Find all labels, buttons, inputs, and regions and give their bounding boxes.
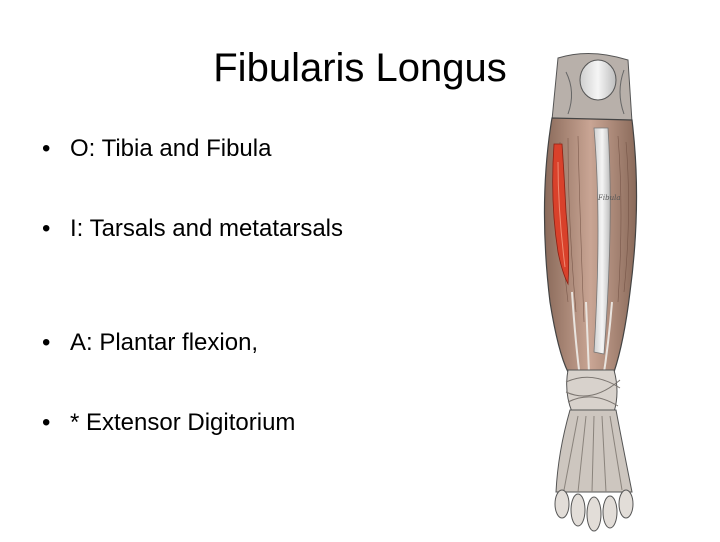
bullet-text: O: Tibia and Fibula	[70, 135, 272, 162]
ankle	[566, 369, 618, 413]
toe	[570, 493, 586, 527]
bullet-marker: •	[42, 135, 51, 162]
bullet-marker: •	[42, 329, 51, 356]
patella	[579, 59, 617, 101]
fibula-label: Fibula	[597, 194, 621, 202]
bullet-marker: •	[42, 409, 51, 436]
toe	[554, 489, 570, 519]
fibularis-longus-highlight	[552, 143, 570, 286]
tibia-shaft	[593, 127, 611, 355]
bullet-text: I: Tarsals and metatarsals	[70, 215, 344, 242]
toe	[602, 495, 618, 529]
bullet-marker: •	[42, 215, 51, 242]
bullet-text: A: Plantar flexion,	[70, 329, 259, 356]
slide-title: Fibularis Longus	[213, 46, 507, 90]
toe	[586, 496, 602, 532]
leg-anatomy-illustration: Fibula	[543, 52, 638, 532]
toe	[618, 489, 634, 519]
bullet-text: * Extensor Digitorium	[70, 409, 296, 436]
